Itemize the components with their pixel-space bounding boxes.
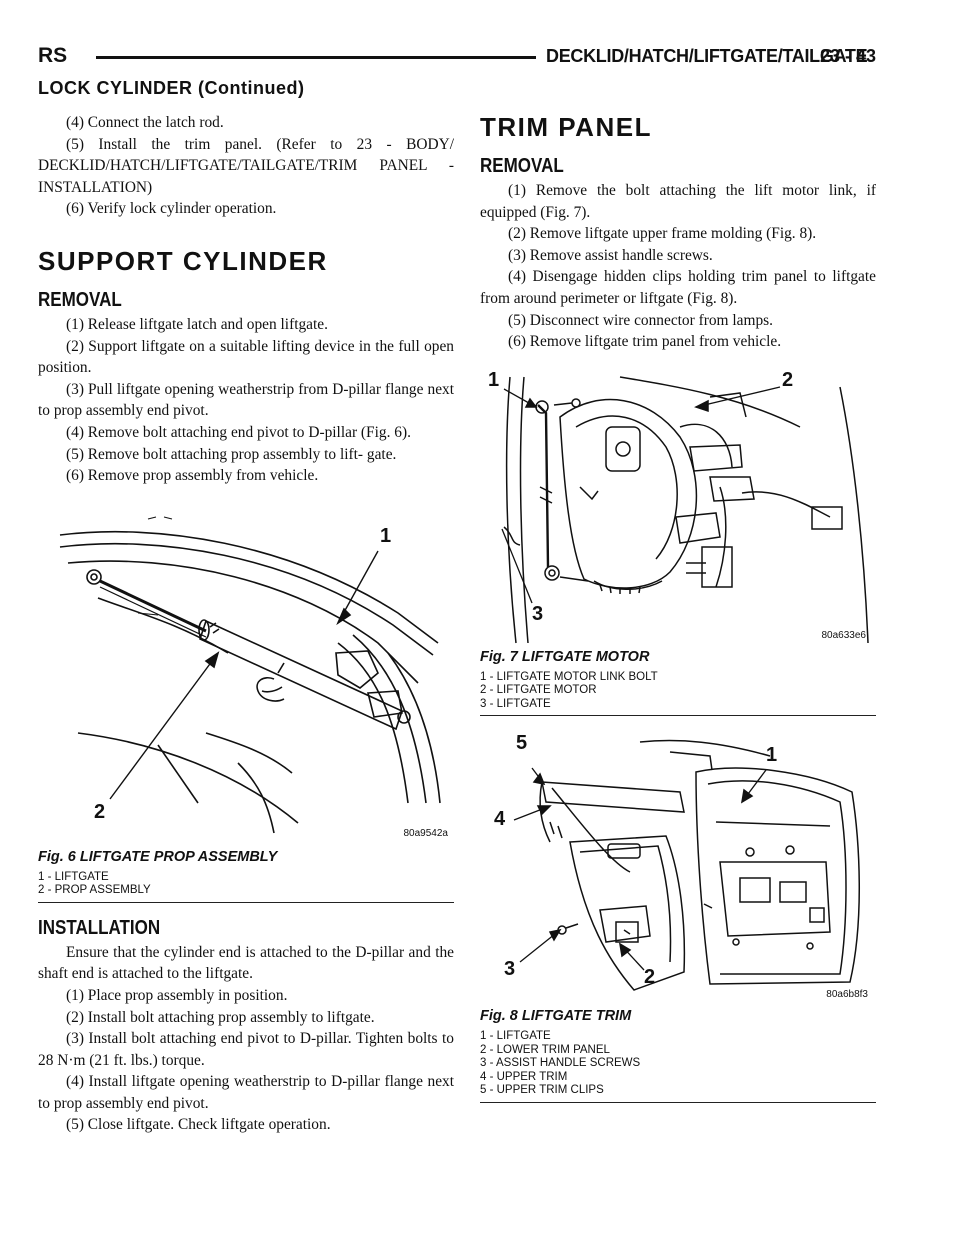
figure-caption: Fig. 6 LIFTGATE PROP ASSEMBLY [38,848,278,865]
liftgate-trim-illustration: 5 4 1 3 2 80a6b8f3 [480,722,876,1004]
step-text: (5) Install the trim panel. (Refer to 23… [38,135,454,196]
step-text: (4) Remove bolt attaching end pivot to D… [66,423,411,441]
legend-item: 5 - UPPER TRIM CLIPS [480,1084,604,1097]
callout-2: 2 [94,800,106,823]
figure-reference-code: 80a6b8f3 [826,989,868,1001]
callout-1: 1 [380,524,392,547]
figure-7: 1 2 3 80a633e6 Fig. 7 LIFTGATE MOTOR 1 -… [480,367,876,717]
legend-item: 1 - LIFTGATE [480,1030,551,1043]
step-text: (5) Disconnect wire connector from lamps… [508,311,773,329]
step-text: (2) Support liftgate on a suitable lifti… [38,337,454,377]
legend-item: 1 - LIFTGATE [38,870,109,883]
figure-reference-code: 80a9542a [403,827,449,839]
support-cylinder-heading: SUPPORT CYLINDER [38,245,328,276]
legend-item: 2 - LOWER TRIM PANEL [480,1043,610,1056]
header-rule [96,56,536,59]
step-text: (6) Verify lock cylinder operation. [66,200,277,218]
step-text: (1) Remove the bolt attaching the lift m… [480,182,876,221]
legend-item: 3 - LIFTGATE [480,697,551,710]
figure-legend: 1 - LIFTGATE 2 - PROP ASSEMBLY [38,871,454,898]
callout-3: 3 [504,958,516,981]
legend-item: 1 - LIFTGATE MOTOR LINK BOLT [480,670,658,683]
callout-5: 5 [516,732,528,755]
figure-caption: Fig. 8 LIFTGATE TRIM [480,1008,632,1025]
step-text: (1) Place prop assembly in position. [66,986,288,1004]
callout-1: 1 [766,744,778,767]
legend-item: 2 - LIFTGATE MOTOR [480,684,597,697]
step-text: (4) Disengage hidden clips holding trim … [480,268,876,307]
prop-assembly-illustration: 1 2 80a9542a [38,503,454,845]
model-code: RS [38,44,68,67]
callout-3: 3 [532,602,544,625]
step-text: (3) Install bolt attaching end pivot to … [38,1030,454,1069]
legend-item: 3 - ASSIST HANDLE SCREWS [480,1057,641,1070]
figure-legend: 1 - LIFTGATE MOTOR LINK BOLT 2 - LIFTGAT… [480,671,876,712]
step-text: (4) Connect the latch rod. [66,114,224,131]
figure-6: 1 2 80a9542a Fig. 6 LIFTGATE PROP ASSEMB… [38,503,454,903]
right-column: TRIM PANEL REMOVAL (1) Remove the bolt a… [480,112,876,1103]
continued-heading: LOCK CYLINDER (Continued) [38,78,305,98]
legend-item: 2 - PROP ASSEMBLY [38,884,151,897]
figure-caption: Fig. 7 LIFTGATE MOTOR [480,648,650,665]
step-text: Ensure that the cylinder end is attached… [38,943,454,983]
section-title: DECKLID/HATCH/LIFTGATE/TAILGATE [546,46,868,66]
callout-2: 2 [644,966,656,989]
step-text: (3) Remove assist handle screws. [508,246,713,264]
liftgate-motor-illustration: 1 2 3 80a633e6 [480,367,876,645]
step-text: (6) Remove prop assembly from vehicle. [66,467,319,485]
removal-heading: REMOVAL [38,288,122,311]
step-text: (1) Release liftgate latch and open lift… [66,315,328,333]
figure-reference-code: 80a633e6 [821,629,867,641]
step-text: (2) Remove liftgate upper frame molding … [508,225,817,243]
page-number: 23 - 43 [819,46,876,66]
figure-legend: 1 - LIFTGATE 2 - LOWER TRIM PANEL 3 - AS… [480,1030,876,1098]
removal-heading: REMOVAL [480,155,564,177]
page-header: RS DECKLID/HATCH/LIFTGATE/TAILGATE 23 - … [38,40,876,72]
legend-item: 4 - UPPER TRIM [480,1070,568,1083]
step-text: (6) Remove liftgate trim panel from vehi… [508,333,782,351]
step-text: (2) Install bolt attaching prop assembly… [66,1008,375,1026]
callout-1: 1 [488,368,500,391]
callout-2: 2 [782,368,794,391]
installation-heading: INSTALLATION [38,916,161,939]
step-text: (5) Remove bolt attaching prop assembly … [66,445,397,463]
figure-8: 5 4 1 3 2 80a6b8f3 Fig. 8 LIFTGATE TRIM … [480,722,876,1103]
step-text: (5) Close liftgate. Check liftgate opera… [66,1116,331,1134]
step-text: (4) Install liftgate opening weatherstri… [38,1073,454,1112]
step-text: (3) Pull liftgate opening weatherstrip f… [38,380,454,420]
left-column: (4) Connect the latch rod. (5) Install t… [38,112,454,1136]
callout-4: 4 [494,808,506,831]
trim-panel-heading: TRIM PANEL [480,112,652,142]
